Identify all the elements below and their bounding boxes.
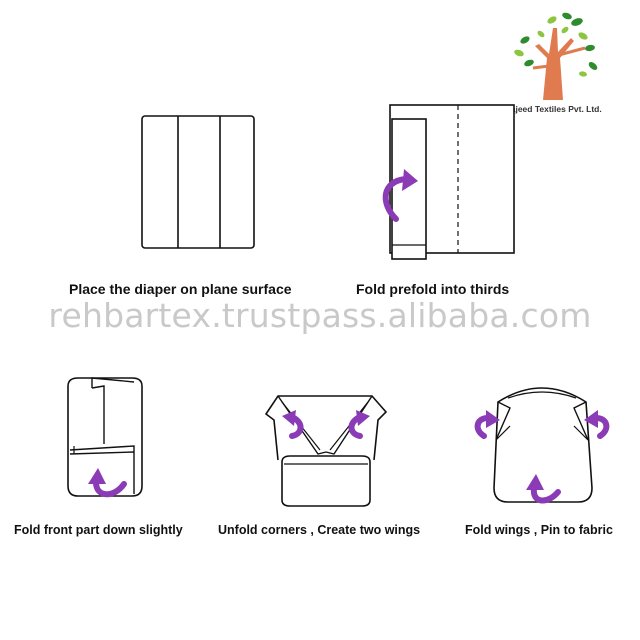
step-caption-2: Fold prefold into thirds (356, 281, 510, 297)
step-caption-5: Fold wings , Pin to fabric (465, 523, 613, 537)
step-caption-1: Place the diaper on plane surface (69, 281, 292, 297)
watermark: rehbartex.trustpass.alibaba.com (48, 296, 592, 335)
flat-diaper-icon (141, 115, 255, 249)
fold-front-icon (67, 377, 143, 498)
step-caption-3: Fold front part down slightly (14, 523, 183, 537)
tree-logo-icon (514, 12, 598, 100)
company-name: Rehbar Majeed Textiles Pvt. Ltd. (472, 104, 602, 114)
fold-thirds-icon (382, 104, 515, 260)
step-caption-4: Unfold corners , Create two wings (218, 523, 421, 537)
wings-icon (264, 395, 388, 507)
pin-wings-icon (474, 387, 610, 504)
